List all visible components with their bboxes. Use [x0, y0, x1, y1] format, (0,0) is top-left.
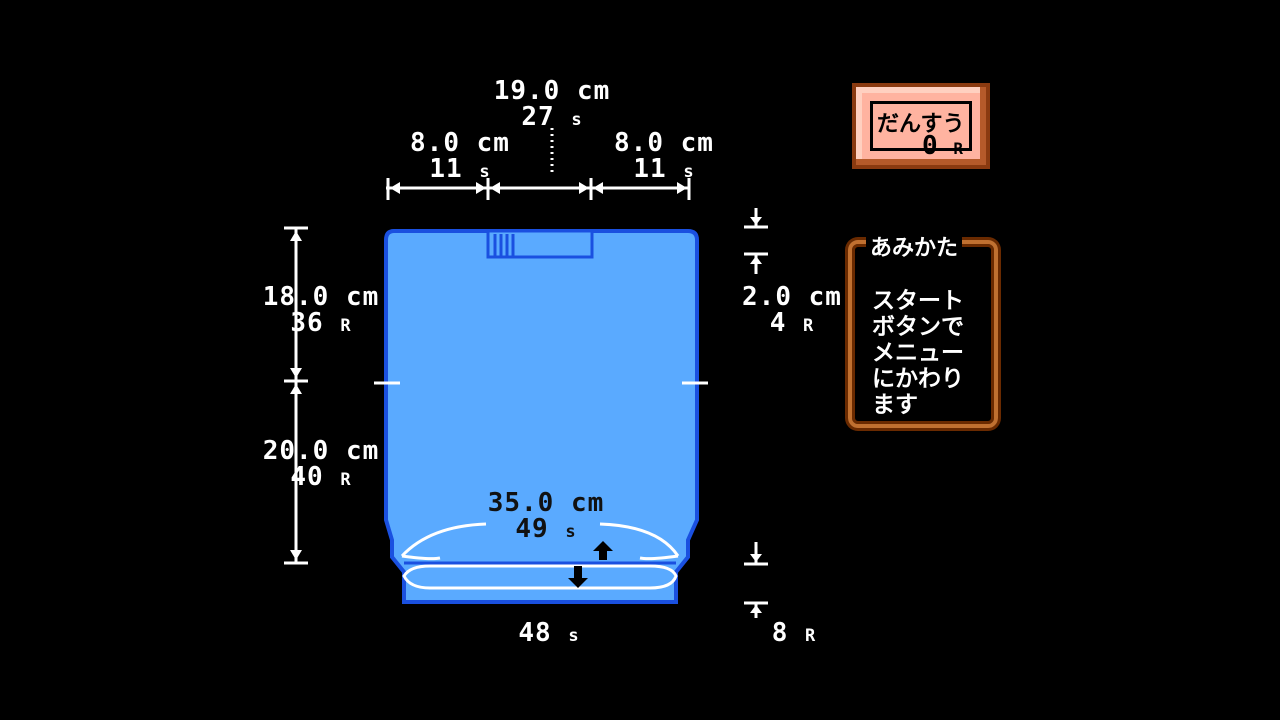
bottom-width-label: 35.0 cm 49 s: [484, 490, 608, 545]
top-total-stitches: 27 s: [490, 104, 614, 133]
bottom-width-cm: 35.0 cm: [487, 488, 605, 518]
row-counter-unit: R: [953, 139, 963, 158]
left-lower-cm: 20.0 cm: [262, 436, 380, 466]
left-dimension-lines: [284, 226, 308, 565]
howto-line: ボタンで: [872, 314, 964, 340]
right-top-r-value: 4: [769, 308, 787, 338]
howto-panel: あみかた スタート ボタンで メニュー にかわり ます: [848, 236, 998, 428]
row-unit: R: [340, 316, 352, 336]
top-right-stitches: 11 s: [612, 156, 716, 185]
row-counter-title: だんすう: [877, 112, 965, 137]
bottom-width-marks: [400, 522, 680, 590]
bottom-width-stitches: 49 s: [484, 516, 608, 545]
stitch-unit: s: [568, 626, 580, 646]
top-total-label: 19.0 cm 27 s: [490, 78, 614, 133]
stitch-unit: s: [479, 162, 491, 182]
howto-line: ます: [872, 392, 918, 418]
right-bottom-r-value: 8: [771, 618, 789, 648]
top-total-cm: 19.0 cm: [493, 76, 611, 106]
howto-line: メニュー: [872, 340, 964, 366]
row-counter-inner: だんすう 0 R: [870, 101, 972, 161]
top-right-s-value: 11: [633, 154, 667, 184]
howto-line: にかわり: [872, 366, 964, 392]
top-left-cm: 8.0 cm: [410, 128, 510, 158]
right-dimension-marks: [744, 208, 768, 618]
left-lower-r-value: 40: [290, 462, 324, 492]
adjust-arrows[interactable]: [568, 541, 613, 588]
hem-stitches-label: 48 s: [504, 620, 594, 649]
top-dimension-lines: [386, 128, 691, 200]
collar-tab: [486, 229, 594, 259]
stitch-unit: s: [571, 110, 583, 130]
sweater-body: [384, 229, 699, 604]
row-counter-value-group: 0 R: [922, 131, 963, 161]
stitch-unit: s: [683, 162, 695, 182]
row-unit: R: [340, 470, 352, 490]
right-bottom-label: 8 R: [766, 620, 822, 649]
left-upper-label: 18.0 cm 36 R: [256, 284, 386, 339]
top-right-label: 8.0 cm 11 s: [612, 130, 716, 185]
left-upper-rows: 36 R: [256, 310, 386, 339]
top-total-s-value: 27: [521, 102, 555, 132]
top-left-s-value: 11: [429, 154, 463, 184]
left-lower-label: 20.0 cm 40 R: [256, 438, 386, 493]
left-upper-cm: 18.0 cm: [262, 282, 380, 312]
howto-line: スタート: [872, 288, 964, 314]
row-counter-value: 0: [922, 131, 938, 161]
stitch-unit: s: [565, 522, 577, 542]
howto-title: あみかた: [866, 236, 963, 262]
top-right-cm: 8.0 cm: [614, 128, 714, 158]
bottom-width-s-value: 49: [515, 514, 549, 544]
hem-s-value: 48: [518, 618, 552, 648]
row-unit: R: [805, 626, 817, 646]
top-left-label: 8.0 cm 11 s: [408, 130, 512, 185]
row-unit: R: [803, 316, 815, 336]
left-upper-r-value: 36: [290, 308, 324, 338]
left-lower-rows: 40 R: [256, 464, 386, 493]
row-counter-panel: だんすう 0 R: [852, 83, 990, 169]
right-top-label: 2.0 cm 4 R: [740, 284, 844, 339]
top-left-stitches: 11 s: [408, 156, 512, 185]
right-top-cm: 2.0 cm: [742, 282, 842, 312]
right-top-rows: 4 R: [740, 310, 844, 339]
